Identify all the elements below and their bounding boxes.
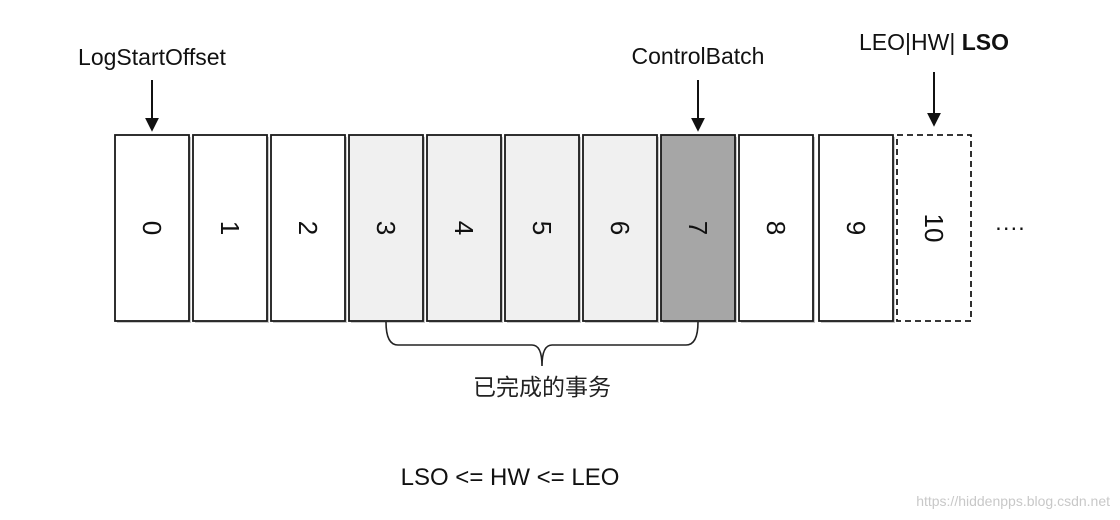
log-segment-3: 3	[348, 134, 425, 323]
log-segment-6: 6	[582, 134, 659, 323]
segment-offset-label: 10	[919, 214, 949, 243]
segment-box	[660, 134, 736, 322]
log-segment-7: 7	[660, 134, 737, 323]
segment-offset-label: 1	[215, 221, 245, 235]
segment-box	[738, 134, 814, 322]
segment-box	[504, 134, 580, 322]
segment-offset-label: 8	[761, 221, 791, 235]
completed-transactions-label: 已完成的事务	[473, 375, 611, 401]
segment-offset-label: 4	[449, 221, 479, 235]
segment-offset-label: 2	[293, 221, 323, 235]
segment-offset-label: 5	[527, 221, 557, 235]
log-segment-4: 4	[426, 134, 503, 323]
segment-box	[114, 134, 190, 322]
log-segment-1: 1	[192, 134, 269, 323]
segment-box	[818, 134, 894, 322]
watermark: https://hiddenpps.blog.csdn.net	[916, 493, 1110, 509]
segment-offset-label: 3	[371, 221, 401, 235]
segment-box	[896, 134, 972, 322]
segment-offset-label: 0	[137, 221, 167, 235]
log-segment-2: 2	[270, 134, 347, 323]
log-segment-10: 10	[896, 134, 972, 322]
leo-hw-label: LEO|HW|	[859, 29, 962, 55]
control-batch-label: ControlBatch	[632, 43, 765, 69]
log-segments: 0 1 2 3 4 5 6 7 8 9 10	[114, 134, 972, 323]
segment-offset-label: 9	[841, 221, 871, 235]
segment-box	[192, 134, 268, 322]
segment-box	[270, 134, 346, 322]
continuation-ellipsis: ····	[995, 214, 1026, 240]
segment-offset-label: 6	[605, 221, 635, 235]
log-start-offset-label: LogStartOffset	[78, 44, 226, 70]
offset-relation-formula: LSO <= HW <= LEO	[401, 464, 620, 491]
log-segment-5: 5	[504, 134, 581, 323]
log-segment-8: 8	[738, 134, 815, 323]
lso-bold-label: LSO	[962, 29, 1009, 55]
segment-box	[582, 134, 658, 322]
segment-box	[426, 134, 502, 322]
segment-box	[348, 134, 424, 322]
segment-offset-label: 7	[683, 221, 713, 235]
log-segment-9: 9	[818, 134, 895, 323]
leo-hw-lso-label: LEO|HW| LSO	[859, 29, 1009, 55]
completed-transactions-brace	[385, 321, 699, 367]
log-segment-0: 0	[114, 134, 191, 323]
